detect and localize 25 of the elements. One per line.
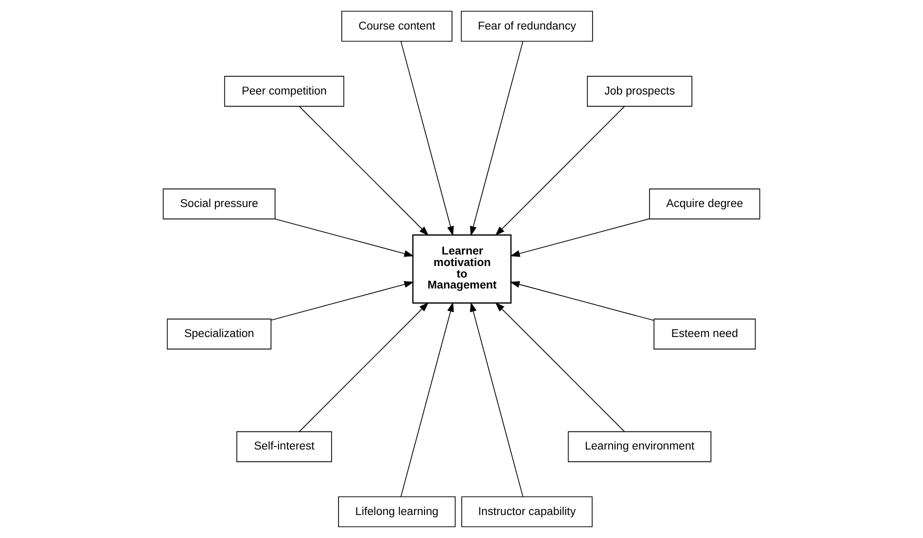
node-box: Instructor capability [461, 496, 593, 528]
arrow [400, 302, 454, 497]
arrow [495, 106, 625, 236]
arrow [274, 218, 414, 257]
arrow [298, 106, 429, 236]
node-box: Self-interest [236, 431, 332, 462]
node-box: Specialization [166, 318, 272, 350]
node-box: Social pressure [162, 188, 276, 220]
node-box: Fear of redundancy [460, 10, 593, 42]
node-box: Learning environment [568, 431, 712, 462]
node-box: Learner motivation to Management [412, 234, 512, 304]
arrow [495, 302, 625, 432]
arrow [298, 302, 429, 432]
node-box: Esteem need [654, 318, 756, 350]
arrow [470, 302, 524, 497]
node-box: Lifelong learning [338, 496, 456, 528]
arrow [510, 281, 654, 321]
node-box: Job prospects [586, 76, 692, 107]
arrow [270, 281, 414, 320]
arrow [470, 41, 524, 236]
node-box: Acquire degree [649, 188, 760, 220]
node-box: Course content [341, 10, 452, 42]
node-box: Peer competition [224, 76, 344, 107]
arrow [510, 218, 650, 257]
arrow [400, 41, 454, 236]
